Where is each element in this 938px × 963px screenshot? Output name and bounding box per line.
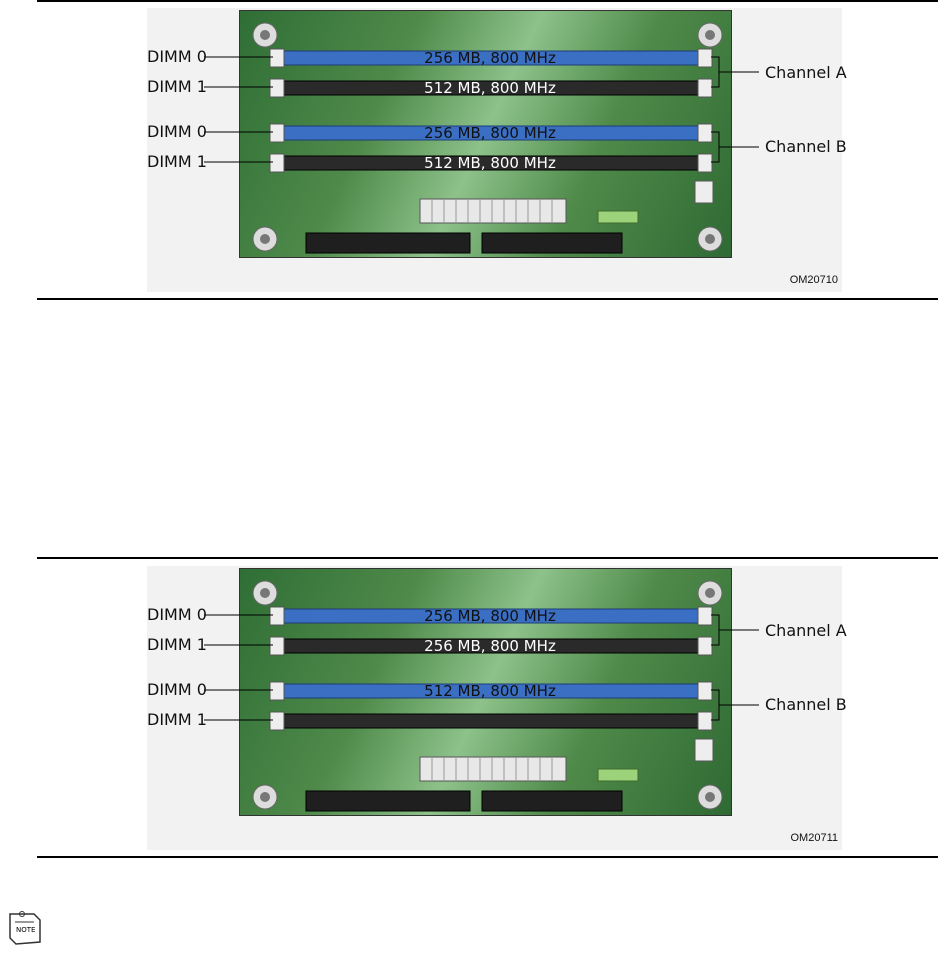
figure-1: 256 MB, 800 MHz 512 MB, 800 MHz 256 MB, … xyxy=(147,8,847,292)
fan-connector xyxy=(694,738,714,762)
slot-text: 256 MB, 800 MHz xyxy=(424,637,556,655)
mounting-hole-icon xyxy=(697,22,723,48)
bottom-rule-2 xyxy=(37,856,938,858)
dimm-slot-b1 xyxy=(269,711,713,731)
slot-text: 512 MB, 800 MHz xyxy=(424,79,556,97)
dimm-slot-b1 xyxy=(269,153,713,173)
mounting-hole-icon xyxy=(697,580,723,606)
channel-a-label: Channel A xyxy=(765,621,847,640)
power-connector xyxy=(419,198,567,224)
svg-text:NOTE: NOTE xyxy=(16,926,35,934)
mounting-hole-icon xyxy=(697,226,723,252)
dimm-slot-b0 xyxy=(269,123,713,143)
slot-text: 512 MB, 800 MHz xyxy=(424,154,556,172)
slot-text: 256 MB, 800 MHz xyxy=(424,607,556,625)
ide-connector-1 xyxy=(305,790,471,812)
mounting-hole-icon xyxy=(252,580,278,606)
header-pins xyxy=(597,210,639,224)
dimm-slot-a0 xyxy=(269,606,713,626)
dimm-slot-a1 xyxy=(269,636,713,656)
slot-text: 256 MB, 800 MHz xyxy=(424,124,556,142)
ide-connector-2 xyxy=(481,232,623,254)
header-pins xyxy=(597,768,639,782)
dimm-label: DIMM 0 xyxy=(147,605,207,624)
dimm-label: DIMM 1 xyxy=(147,710,207,729)
dimm-slot-b0 xyxy=(269,681,713,701)
channel-a-label: Channel A xyxy=(765,63,847,82)
dimm-label: DIMM 0 xyxy=(147,47,207,66)
dimm-label: DIMM 1 xyxy=(147,77,207,96)
board-drawing: 256 MB, 800 MHz 256 MB, 800 MHz 512 MB, … xyxy=(252,580,723,812)
dimm-label: DIMM 0 xyxy=(147,680,207,699)
dimm-label: DIMM 0 xyxy=(147,122,207,141)
top-rule-1 xyxy=(37,0,938,2)
slot-text: 512 MB, 800 MHz xyxy=(424,682,556,700)
channel-b-label: Channel B xyxy=(765,695,847,714)
dimm-label: DIMM 1 xyxy=(147,635,207,654)
figure-2: 256 MB, 800 MHz 256 MB, 800 MHz 512 MB, … xyxy=(147,566,847,850)
fan-connector xyxy=(694,180,714,204)
figure-id: OM20710 xyxy=(789,274,838,286)
power-connector xyxy=(419,756,567,782)
slot-text: 256 MB, 800 MHz xyxy=(424,49,556,67)
ide-connector-1 xyxy=(305,232,471,254)
mounting-hole-icon xyxy=(252,784,278,810)
board-drawing: 256 MB, 800 MHz 512 MB, 800 MHz 256 MB, … xyxy=(252,22,723,254)
motherboard: 256 MB, 800 MHz 512 MB, 800 MHz 256 MB, … xyxy=(239,10,732,258)
mounting-hole-icon xyxy=(252,22,278,48)
dimm-label: DIMM 1 xyxy=(147,152,207,171)
figure-id: OM20711 xyxy=(790,832,839,844)
ide-connector-2 xyxy=(481,790,623,812)
mounting-hole-icon xyxy=(252,226,278,252)
dimm-slot-a1 xyxy=(269,78,713,98)
mounting-hole-icon xyxy=(697,784,723,810)
motherboard: 256 MB, 800 MHz 256 MB, 800 MHz 512 MB, … xyxy=(239,568,732,816)
channel-b-label: Channel B xyxy=(765,137,847,156)
bottom-rule-1 xyxy=(37,298,938,300)
top-rule-2 xyxy=(37,557,938,559)
note-icon: NOTE xyxy=(6,908,42,952)
dimm-slot-a0 xyxy=(269,48,713,68)
